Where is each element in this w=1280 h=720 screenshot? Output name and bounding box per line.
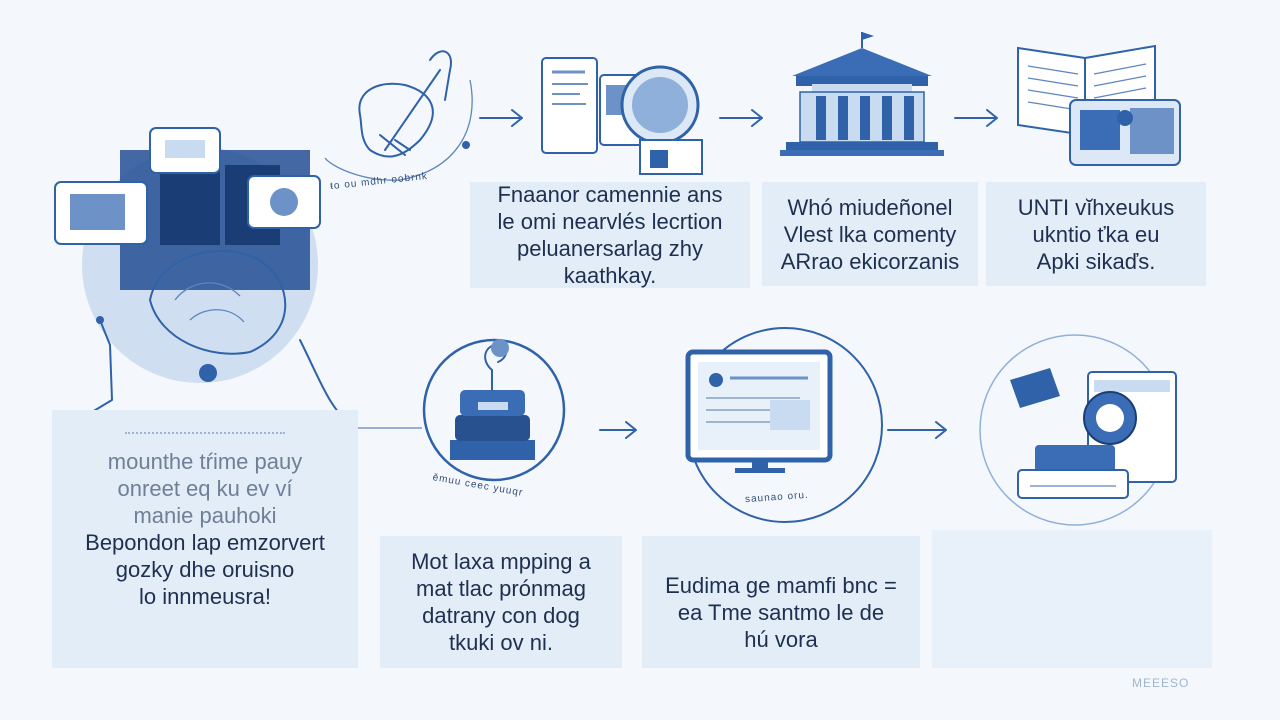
box6-line-3: hú vora <box>744 626 818 652</box>
box3-line-3: Apki sikaďs. <box>1036 248 1156 274</box>
box4-line-2: gozky dhe oruisno <box>115 557 295 582</box>
arrow-4 <box>599 421 637 439</box>
arrow-3 <box>954 109 998 127</box>
text-box-1: Fnaanor camennie ans le omi nearvlés lec… <box>470 182 750 288</box>
text-box-2: Whó miudeñonel Vlest lka comenty ARrao e… <box>762 182 978 286</box>
text-box-3: UNTI vĭhxeukus ukntio ťka eu Apki sikaďs… <box>986 182 1206 286</box>
device-stack-icon <box>54 127 353 426</box>
box1-line-3: peluanersarlag zhy <box>517 236 703 261</box>
box2-line-2: Vlest lka comenty <box>783 221 957 247</box>
text-box-5: Mot laxa mpping a mat tlac prónmag datra… <box>380 536 622 668</box>
text-box-6: Eudima ge mamfi bnc = ea Tme santmo le d… <box>642 536 920 668</box>
box5-line-3: datrany con dog <box>422 603 580 628</box>
text-box-4: mounthe tŕime pauy onreet eq ku ev ví ma… <box>52 410 358 668</box>
arrow-1 <box>479 109 523 127</box>
box4-faint-line-1: mounthe tŕime pauy <box>107 449 303 474</box>
box4-faint-line-2: onreet eq ku ev ví <box>117 476 293 501</box>
footer-mark: MEEESO <box>1132 676 1190 690</box>
box3-line-1: UNTI vĭhxeukus <box>1017 194 1175 220</box>
document-scanner-icon <box>541 57 703 175</box>
box4-faint-line-3: manie pauhoki <box>133 503 277 528</box>
box5-line-2: mat tlac prónmag <box>416 576 586 601</box>
computer-monitor-icon <box>685 327 883 523</box>
box4-line-3: lo innmeusra! <box>138 584 272 609</box>
box1-line-2: le omi nearvlés lecrtion <box>497 209 723 234</box>
arrow-5 <box>887 421 947 439</box>
box5-line-1: Mot laxa mpping a <box>411 549 591 574</box>
box6-line-1: Eudima ge mamfi bnc = <box>665 572 897 598</box>
box1-line-1: Fnaanor camennie ans <box>497 182 723 207</box>
hand-signal-icon <box>324 50 473 181</box>
box3-line-2: ukntio ťka eu <box>1032 221 1160 247</box>
security-devices-icon <box>979 334 1177 526</box>
box2-line-1: Whó miudeñonel <box>787 194 953 220</box>
book-archive-icon <box>1017 44 1181 166</box>
box2-line-3: ARrao ekicorzanis <box>780 248 960 274</box>
bank-building-icon <box>780 32 944 156</box>
box5-line-4: tkuki ov ni. <box>449 630 553 655</box>
stacked-storage-icon <box>422 338 566 482</box>
box4-dotted-rule <box>125 432 285 434</box>
arrow-2 <box>719 109 763 127</box>
box4-line-1: Bepondon lap emzorvert <box>85 530 325 555</box>
network-panel <box>932 530 1212 668</box>
box6-line-2: ea Tme santmo le de <box>677 599 885 625</box>
box1-line-4: kaathkay. <box>563 263 657 288</box>
